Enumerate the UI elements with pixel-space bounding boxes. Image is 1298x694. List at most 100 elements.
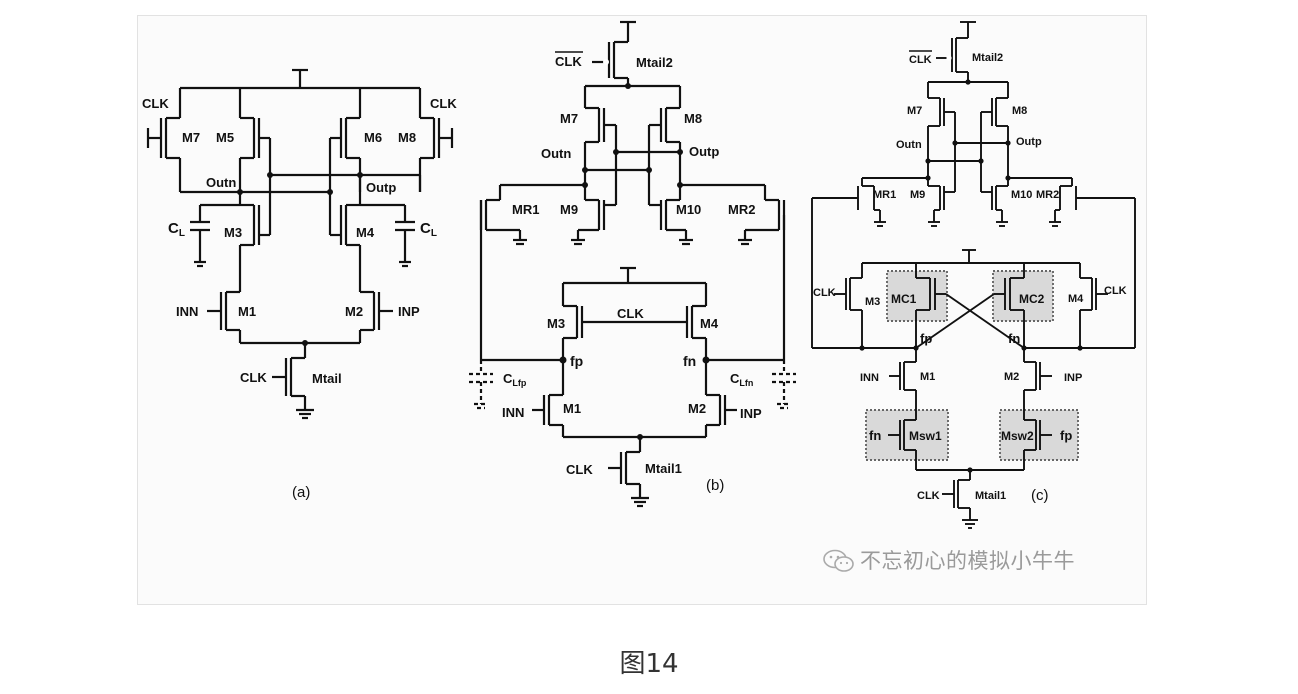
label-mr2: MR2 [728,202,755,217]
transistor-m2-b [706,393,737,427]
watermark-text: 不忘初心的模拟小牛牛 [860,549,1075,573]
panel-c-labels: CLK Mtail2 M7 M8 Outn Outp MR1 M9 M10 MR… [813,50,1127,504]
transistor-m4-b [685,304,706,340]
capacitor-clfn [772,360,796,410]
label-m6: M6 [364,130,382,145]
label-m2: M2 [1004,371,1019,383]
highlight-msw2 [999,409,1079,461]
label-mr2: MR2 [1036,189,1059,201]
watermark: 不忘初心的模拟小牛牛 [822,545,1075,575]
label-mc1: MC1 [891,292,917,306]
label-clk-left: CLK [813,287,836,299]
transistor-m9-c [927,178,955,227]
label-mtail1: Mtail1 [645,461,682,476]
label-msw1: Msw1 [909,429,942,443]
label-m7: M7 [182,130,200,145]
label-clk-tail: CLK [566,462,593,477]
label-inp: INP [740,406,762,421]
label-clk-right: CLK [1104,285,1127,297]
label-m1: M1 [920,371,935,383]
label-m8: M8 [398,130,416,145]
highlight-mc2 [992,270,1054,322]
label-m9: M9 [910,189,925,201]
transistor-m2 [360,290,393,332]
label-outp: Outp [689,144,719,159]
label-m2: M2 [345,304,363,319]
panel-c-circuit [811,21,1136,529]
transistor-mtail2-c [936,37,969,82]
label-mtail2: Mtail2 [636,55,673,70]
label-cl-right: CL [420,220,437,239]
label-m4: M4 [700,316,719,331]
transistor-m1 [207,290,240,332]
panel-b-circuit [469,20,796,508]
label-fp-gate: fp [1060,428,1072,443]
panel-a-caption: (a) [292,484,310,501]
transistor-m10-c [981,178,1009,227]
transistor-mc1 [916,277,946,311]
label-m9: M9 [560,202,578,217]
transistor-m1-c [889,361,916,391]
panel-a-labels: CLK CLK M7 M5 M6 M8 Outn Outp CL CL M3 M… [142,96,457,501]
label-outp: Outp [1016,136,1042,148]
label-fn-gate: fn [869,428,881,443]
label-mtail1: Mtail1 [975,490,1006,502]
panel-a-circuit [146,68,454,420]
label-m7: M7 [560,111,578,126]
label-m2: M2 [688,401,706,416]
label-m10: M10 [1011,189,1032,201]
label-m3: M3 [224,225,242,240]
label-mr1: MR1 [873,189,896,201]
transistor-m8 [649,106,680,144]
label-fn: fn [683,353,696,369]
wechat-icon [823,549,854,572]
transistor-m7-c [928,97,955,127]
label-outn: Outn [541,146,571,161]
label-m1: M1 [238,304,256,319]
label-inn: INN [176,304,198,319]
label-inp: INP [1064,372,1082,384]
transistor-m8-c [981,97,1008,127]
label-m10: M10 [676,202,701,217]
panel-b-labels: CLK Mtail2 M7 M8 Outn Outp MR1 M9 M10 MR… [502,51,762,494]
transistor-m7 [146,116,182,192]
label-m4: M4 [1068,293,1084,305]
transistor-m4-c [1080,277,1108,311]
label-clk-tail: CLK [240,370,267,385]
transistor-mtail2 [592,40,630,86]
panel-c-caption: (c) [1031,487,1049,504]
capacitor-cl-right [360,203,415,268]
label-fn: fn [1008,331,1020,346]
capacitor-cl-left [190,203,240,268]
label-clk-bar: CLK [909,54,932,66]
label-outp: Outp [366,180,396,195]
label-m8: M8 [684,111,702,126]
transistor-m2-c [1024,361,1052,391]
label-fp: fp [570,353,583,369]
label-clk-tail: CLK [917,490,940,502]
figure-caption: 图14 [619,649,679,679]
label-fp: fp [920,331,932,346]
label-inp: INP [398,304,420,319]
label-inn: INN [860,372,879,384]
label-cl-left: CL [168,220,185,239]
label-m3: M3 [547,316,565,331]
transistor-mr2-c [1049,178,1077,227]
transistor-msw2 [1024,419,1052,451]
transistor-mc2 [994,277,1024,311]
transistor-m6 [330,116,362,192]
label-mtail: Mtail [312,371,342,386]
transistor-mtail [272,343,314,420]
transistor-m10 [649,185,693,246]
highlight-mc1 [886,270,948,322]
capacitor-clfp [469,360,493,410]
label-m3: M3 [865,296,880,308]
label-clk-bar: CLK [555,54,582,69]
label-m1: M1 [563,401,581,416]
label-mtail2: Mtail2 [972,52,1003,64]
label-clfn: CLfn [730,371,753,388]
label-m4: M4 [356,225,375,240]
label-m8: M8 [1012,105,1027,117]
label-outn: Outn [206,175,236,190]
